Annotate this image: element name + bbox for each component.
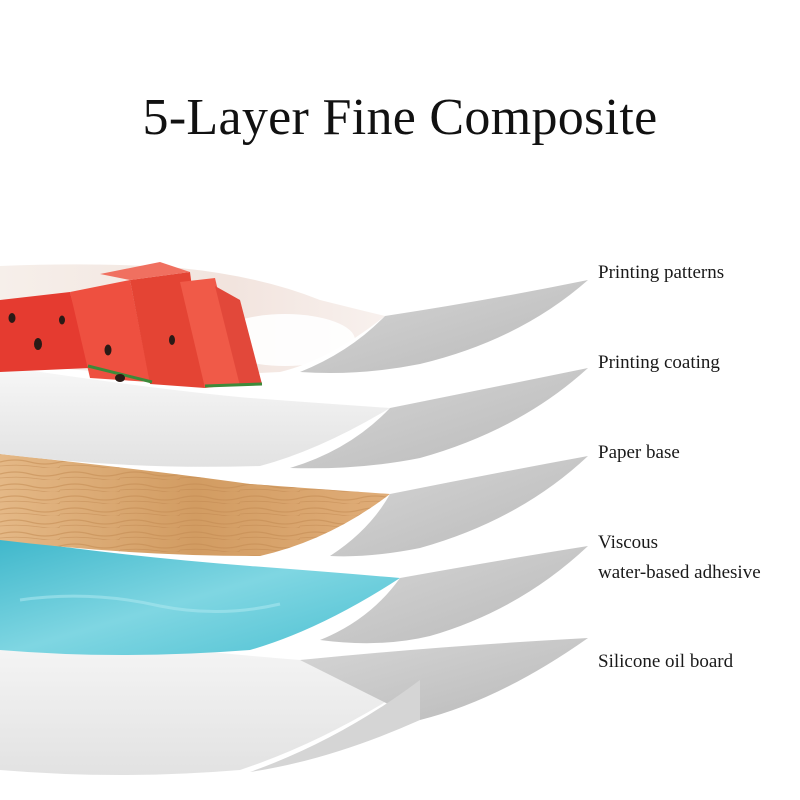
layer-silicone-oil-board — [0, 628, 588, 775]
label-printing-coating: Printing coating — [598, 352, 720, 373]
layer-printing-coating — [0, 366, 588, 469]
label-paper-base: Paper base — [598, 442, 680, 463]
label-adhesive-line2: water-based adhesive — [598, 562, 761, 583]
label-printing-patterns: Printing patterns — [598, 262, 725, 283]
watermelon-slices — [0, 262, 263, 388]
layer-adhesive — [0, 538, 588, 655]
layer-printing-patterns — [0, 262, 588, 388]
diagram-title: 5-Layer Fine Composite — [142, 89, 658, 146]
label-adhesive-line1: Viscous — [598, 532, 659, 553]
layer-paper-base — [0, 454, 588, 557]
label-silicone-oil-board: Silicone oil board — [598, 651, 734, 672]
